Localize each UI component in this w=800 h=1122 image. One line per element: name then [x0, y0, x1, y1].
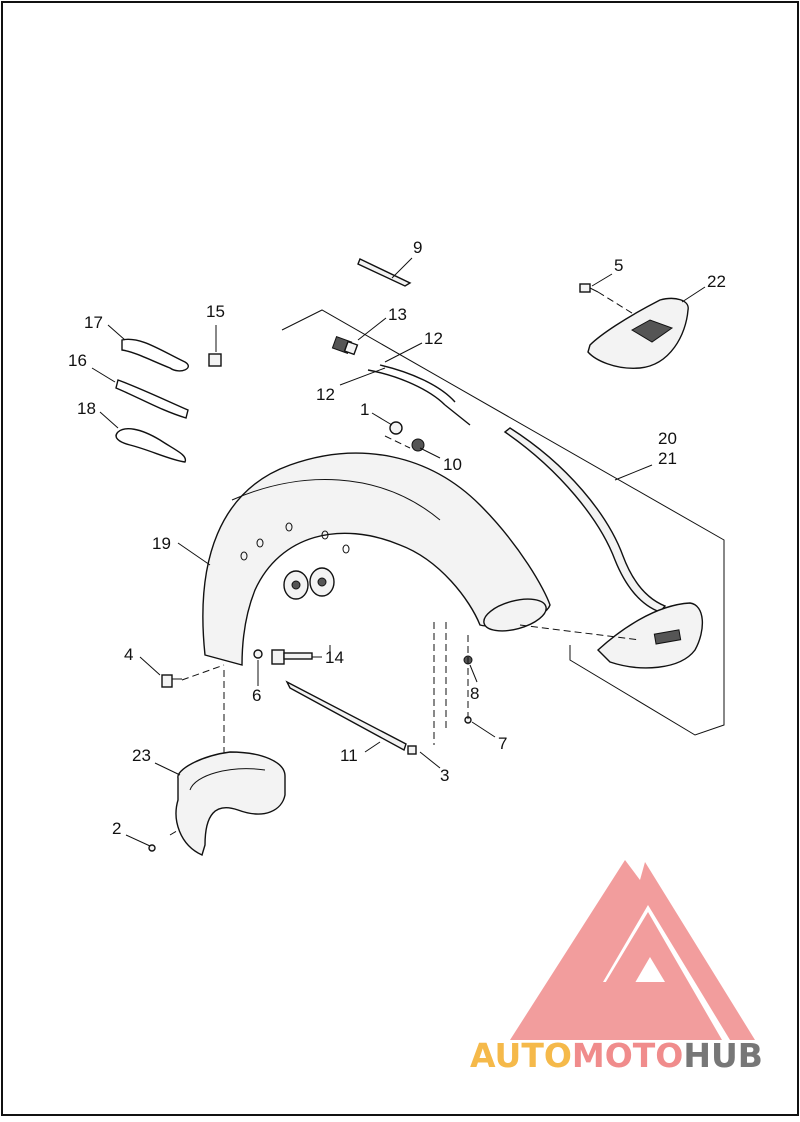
fender-taillight [483, 598, 547, 632]
watermark-logo [510, 860, 755, 1040]
callout-1: 1 [360, 400, 369, 419]
part-23-bracket [175, 751, 286, 856]
part-21-rear-tip [596, 602, 703, 669]
callout-21: 21 [658, 449, 677, 468]
part-1-dash [384, 435, 411, 449]
part-5-leader-dash [597, 291, 641, 319]
callout-11: 11 [340, 746, 358, 765]
part-22-emblem [631, 319, 674, 343]
callout-13: 13 [388, 305, 407, 324]
part-12-wire-b [379, 364, 456, 403]
callout-16: 16 [68, 351, 87, 370]
part-16-emblem [115, 379, 189, 419]
fender-mount-holes [240, 522, 350, 561]
part-3-screw [407, 745, 417, 755]
part-5-screw [579, 283, 599, 293]
part-9-clip [357, 258, 412, 287]
part-23-inner-edge [189, 768, 266, 791]
fender-strut-bracket [283, 567, 335, 600]
rear-tip-dash [519, 624, 641, 641]
part-17-emblem [121, 338, 189, 372]
callout-8: 8 [470, 684, 479, 703]
watermark-hub: HUB [683, 1036, 763, 1075]
part-1-fastener [389, 421, 403, 435]
part-11-strip [285, 680, 407, 752]
part-2-screw [148, 844, 156, 852]
callout-numbers: 9 5 22 13 12 12 1 10 20 21 15 17 16 18 1… [68, 238, 726, 838]
watermark-text: AUTOMOTOHUB [470, 1036, 763, 1075]
harness-lead [444, 404, 471, 426]
part-6-washer [253, 649, 263, 659]
callout-15: 15 [206, 302, 225, 321]
part-19-rear-fender [202, 452, 551, 666]
part-18-emblem [115, 428, 187, 463]
callout-12-upper: 12 [424, 329, 443, 348]
watermark-moto: MOTO [572, 1036, 683, 1075]
callout-18: 18 [77, 399, 96, 418]
callout-9: 9 [413, 238, 422, 257]
callout-17: 17 [84, 313, 103, 332]
part-14-bolt [271, 649, 313, 665]
callout-22: 22 [707, 272, 726, 291]
part-13-connector [331, 335, 359, 356]
callout-12-lower: 12 [316, 385, 335, 404]
part-4-screw [161, 674, 182, 688]
assembly-group-outline [281, 309, 725, 736]
callout-10: 10 [443, 455, 462, 474]
callout-14: 14 [325, 648, 344, 667]
callout-3: 3 [440, 766, 449, 785]
callout-23: 23 [132, 746, 151, 765]
callout-7: 7 [498, 734, 507, 753]
fender-crease [231, 479, 441, 521]
callout-2: 2 [112, 819, 121, 838]
watermark-mountain-icon [510, 860, 755, 1040]
part-12-wire-a [367, 369, 446, 406]
callout-19: 19 [152, 534, 171, 553]
callout-4: 4 [124, 645, 133, 664]
callout-20: 20 [658, 429, 677, 448]
rear-tip-lens [653, 629, 682, 645]
watermark-auto: AUTO [470, 1036, 572, 1075]
callout-6: 6 [252, 686, 261, 705]
part-20-harness-channel [503, 427, 667, 613]
part-15-plate [208, 353, 222, 367]
callout-5: 5 [614, 256, 623, 275]
callout-leaders [91, 257, 706, 847]
